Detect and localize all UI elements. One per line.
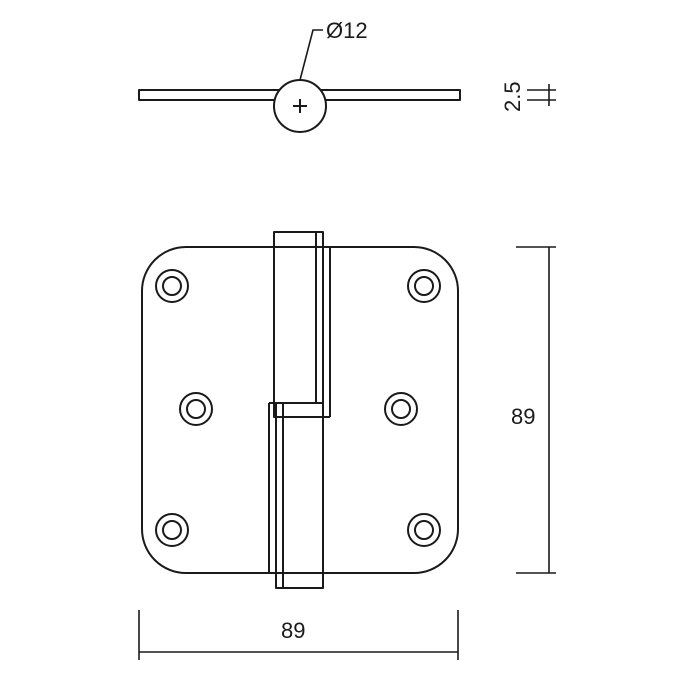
plus-center-mark-icon [293,99,307,113]
screw-hole-bottom-right [407,513,441,547]
width-dimension [138,610,459,660]
diameter-leader-line [299,29,323,81]
pin-diameter-label: Ø12 [326,18,368,43]
leaf-thickness-label: 2.5 [500,81,525,112]
height-label: 89 [511,404,535,429]
top-view: Ø12 2.5 [138,18,556,133]
thickness-dimension [527,84,556,106]
screw-hole-top-right [407,269,441,303]
hinge-leaf-outline [141,246,459,574]
lower-knuckle [275,402,324,589]
screw-hole-middle-left [179,392,213,426]
height-dimension [516,246,556,574]
front-view [141,231,459,589]
screw-hole-middle-right [384,392,418,426]
screw-hole-bottom-left [155,513,189,547]
screw-hole-top-left [155,269,189,303]
width-label: 89 [281,618,305,643]
